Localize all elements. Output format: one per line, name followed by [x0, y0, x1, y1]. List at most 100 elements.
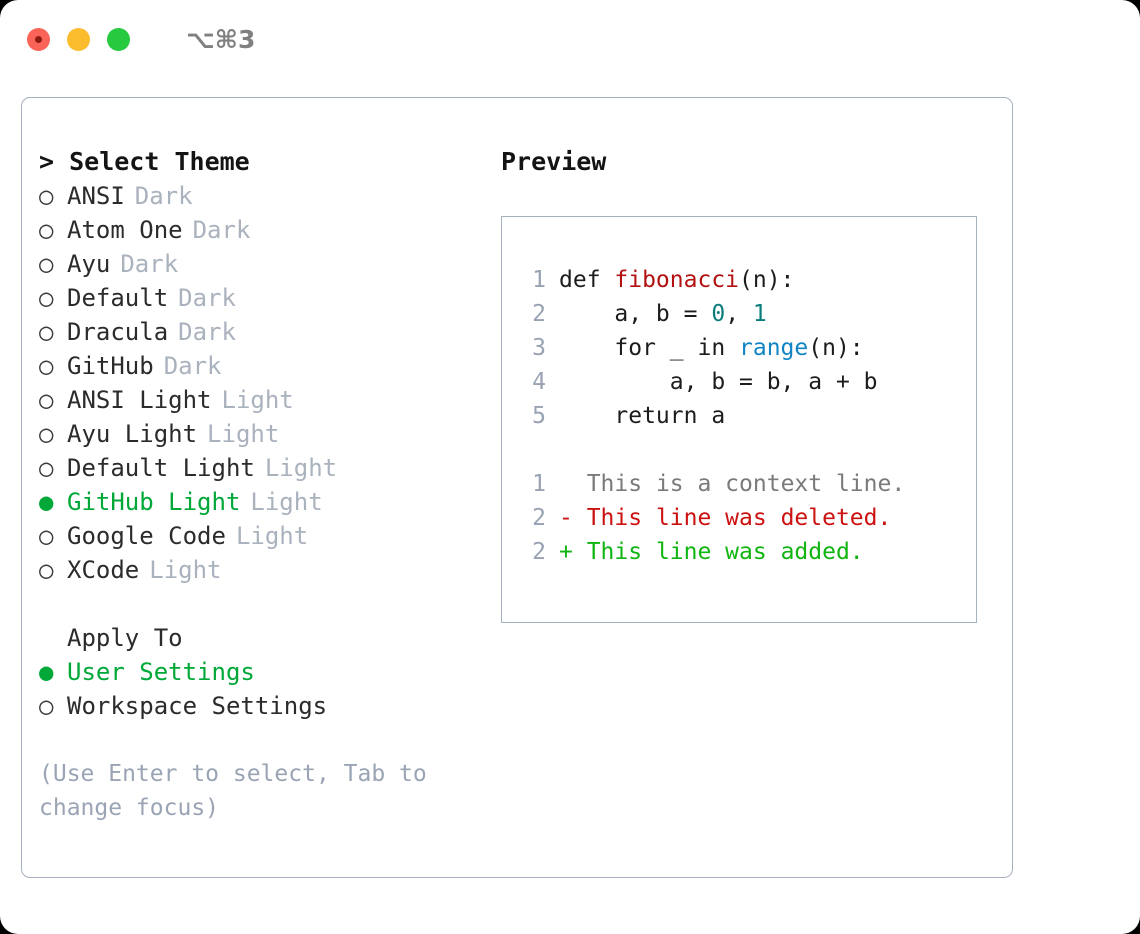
diff-sign: - — [559, 505, 573, 531]
code-token-plain: (n): — [739, 267, 795, 293]
diff-sign: + — [559, 539, 573, 565]
apply-to-header: Apply To — [67, 624, 183, 652]
theme-option-default[interactable]: ○ Default Dark — [39, 281, 489, 315]
keyboard-shortcut-label: ⌥⌘3 — [186, 24, 256, 54]
theme-option-google-code[interactable]: ○ Google Code Light — [39, 519, 489, 553]
code-line: 2 a, b = 0, 1 — [518, 297, 976, 331]
code-line: 5 return a — [518, 399, 976, 433]
code-token-plain: for _ in — [559, 335, 740, 361]
spacer — [39, 587, 489, 621]
theme-option-kind: Dark — [178, 284, 236, 312]
code-token-plain: def — [559, 267, 615, 293]
code-token-func: fibonacci — [614, 267, 740, 293]
theme-option-kind: Dark — [120, 250, 179, 278]
theme-option-label: ANSI — [67, 182, 125, 210]
code-token-plain: a, b = — [559, 301, 712, 327]
code-token-num: 1 — [752, 301, 767, 327]
radio-unselected-icon: ○ — [39, 284, 54, 312]
theme-option-kind: Light — [235, 522, 309, 550]
line-number: 5 — [532, 403, 546, 429]
radio-unselected-icon: ○ — [39, 182, 54, 210]
line-number: 2 — [532, 301, 546, 327]
radio-unselected-icon: ○ — [39, 216, 54, 244]
radio-unselected-icon: ○ — [39, 556, 54, 584]
code-line: 1 def fibonacci(n): — [518, 263, 976, 297]
theme-option-kind: Light — [207, 420, 280, 448]
line-number: 1 — [532, 471, 546, 497]
radio-unselected-icon: ○ — [39, 250, 54, 278]
preview-header: Preview — [501, 147, 607, 176]
title-bar: ⌥⌘3 — [0, 0, 1140, 78]
theme-option-label: Ayu — [67, 250, 111, 278]
code-token-call: range — [739, 335, 809, 361]
theme-option-label: Dracula — [67, 318, 169, 346]
code-token-num: 0 — [711, 301, 726, 327]
close-button[interactable] — [27, 27, 50, 51]
theme-option-xcode[interactable]: ○ XCode Light — [39, 553, 489, 587]
radio-selected-icon: ● — [39, 488, 54, 516]
theme-option-kind: Light — [149, 556, 222, 584]
theme-option-label: ANSI Light — [67, 386, 212, 414]
radio-unselected-icon: ○ — [39, 318, 54, 346]
line-number: 4 — [532, 369, 546, 395]
zoom-button[interactable] — [107, 27, 130, 51]
theme-option-dracula[interactable]: ○ Dracula Dark — [39, 315, 489, 349]
theme-option-ansi[interactable]: ○ ANSI Dark — [39, 179, 489, 213]
code-token-plain: (n): — [808, 335, 864, 361]
code-token-plain: , — [725, 301, 753, 327]
theme-option-label: GitHub Light — [67, 488, 241, 516]
theme-option-kind: Dark — [178, 318, 236, 346]
radio-unselected-icon: ○ — [39, 386, 54, 414]
theme-option-label: Ayu Light — [67, 420, 198, 448]
line-number: 2 — [532, 505, 546, 531]
theme-option-label: XCode — [67, 556, 140, 584]
diff-sign — [559, 467, 573, 501]
theme-option-github-light[interactable]: ● GitHub Light Light — [39, 485, 489, 519]
diff-text: This line was added. — [572, 539, 864, 565]
apply-to-option-label: User Settings — [67, 658, 255, 686]
radio-selected-icon: ● — [39, 658, 54, 686]
theme-option-kind: Light — [264, 454, 338, 482]
theme-option-github[interactable]: ○ GitHub Dark — [39, 349, 489, 383]
radio-unselected-icon: ○ — [39, 522, 54, 550]
theme-option-kind: Dark — [134, 182, 193, 210]
keyboard-hint-text: (Use Enter to select, Tab to change focu… — [39, 761, 427, 821]
theme-option-label: Default Light — [67, 454, 255, 482]
spacer — [518, 433, 976, 467]
minimize-button[interactable] — [67, 27, 90, 51]
apply-to-option-label: Workspace Settings — [67, 692, 328, 720]
diff-line-context: 1 This is a context line. — [518, 467, 976, 501]
line-number: 1 — [532, 267, 546, 293]
theme-option-ayu[interactable]: ○ Ayu Dark — [39, 247, 489, 281]
diff-text: This is a context line. — [572, 471, 906, 497]
diff-sample: 1 This is a context line.2- This line wa… — [518, 467, 976, 569]
line-number: 2 — [532, 539, 546, 565]
select-theme-header: > Select Theme — [39, 147, 250, 176]
apply-to-list: ● User Settings ○ Workspace Settings — [39, 655, 489, 723]
radio-unselected-icon: ○ — [39, 352, 54, 380]
radio-unselected-icon: ○ — [39, 692, 54, 720]
theme-option-label: Default — [67, 284, 169, 312]
theme-option-kind: Dark — [192, 216, 251, 244]
theme-option-kind: Light — [250, 488, 323, 516]
apply-to-option-user-settings[interactable]: ● User Settings — [39, 655, 489, 689]
theme-option-label: Google Code — [67, 522, 226, 550]
diff-line-deleted: 2- This line was deleted. — [518, 501, 976, 535]
apply-to-option-workspace-settings[interactable]: ○ Workspace Settings — [39, 689, 489, 723]
theme-option-kind: Dark — [163, 352, 222, 380]
diff-line-added: 2 + This line was added. — [518, 535, 976, 569]
theme-option-label: GitHub — [67, 352, 154, 380]
line-number: 3 — [532, 335, 546, 361]
